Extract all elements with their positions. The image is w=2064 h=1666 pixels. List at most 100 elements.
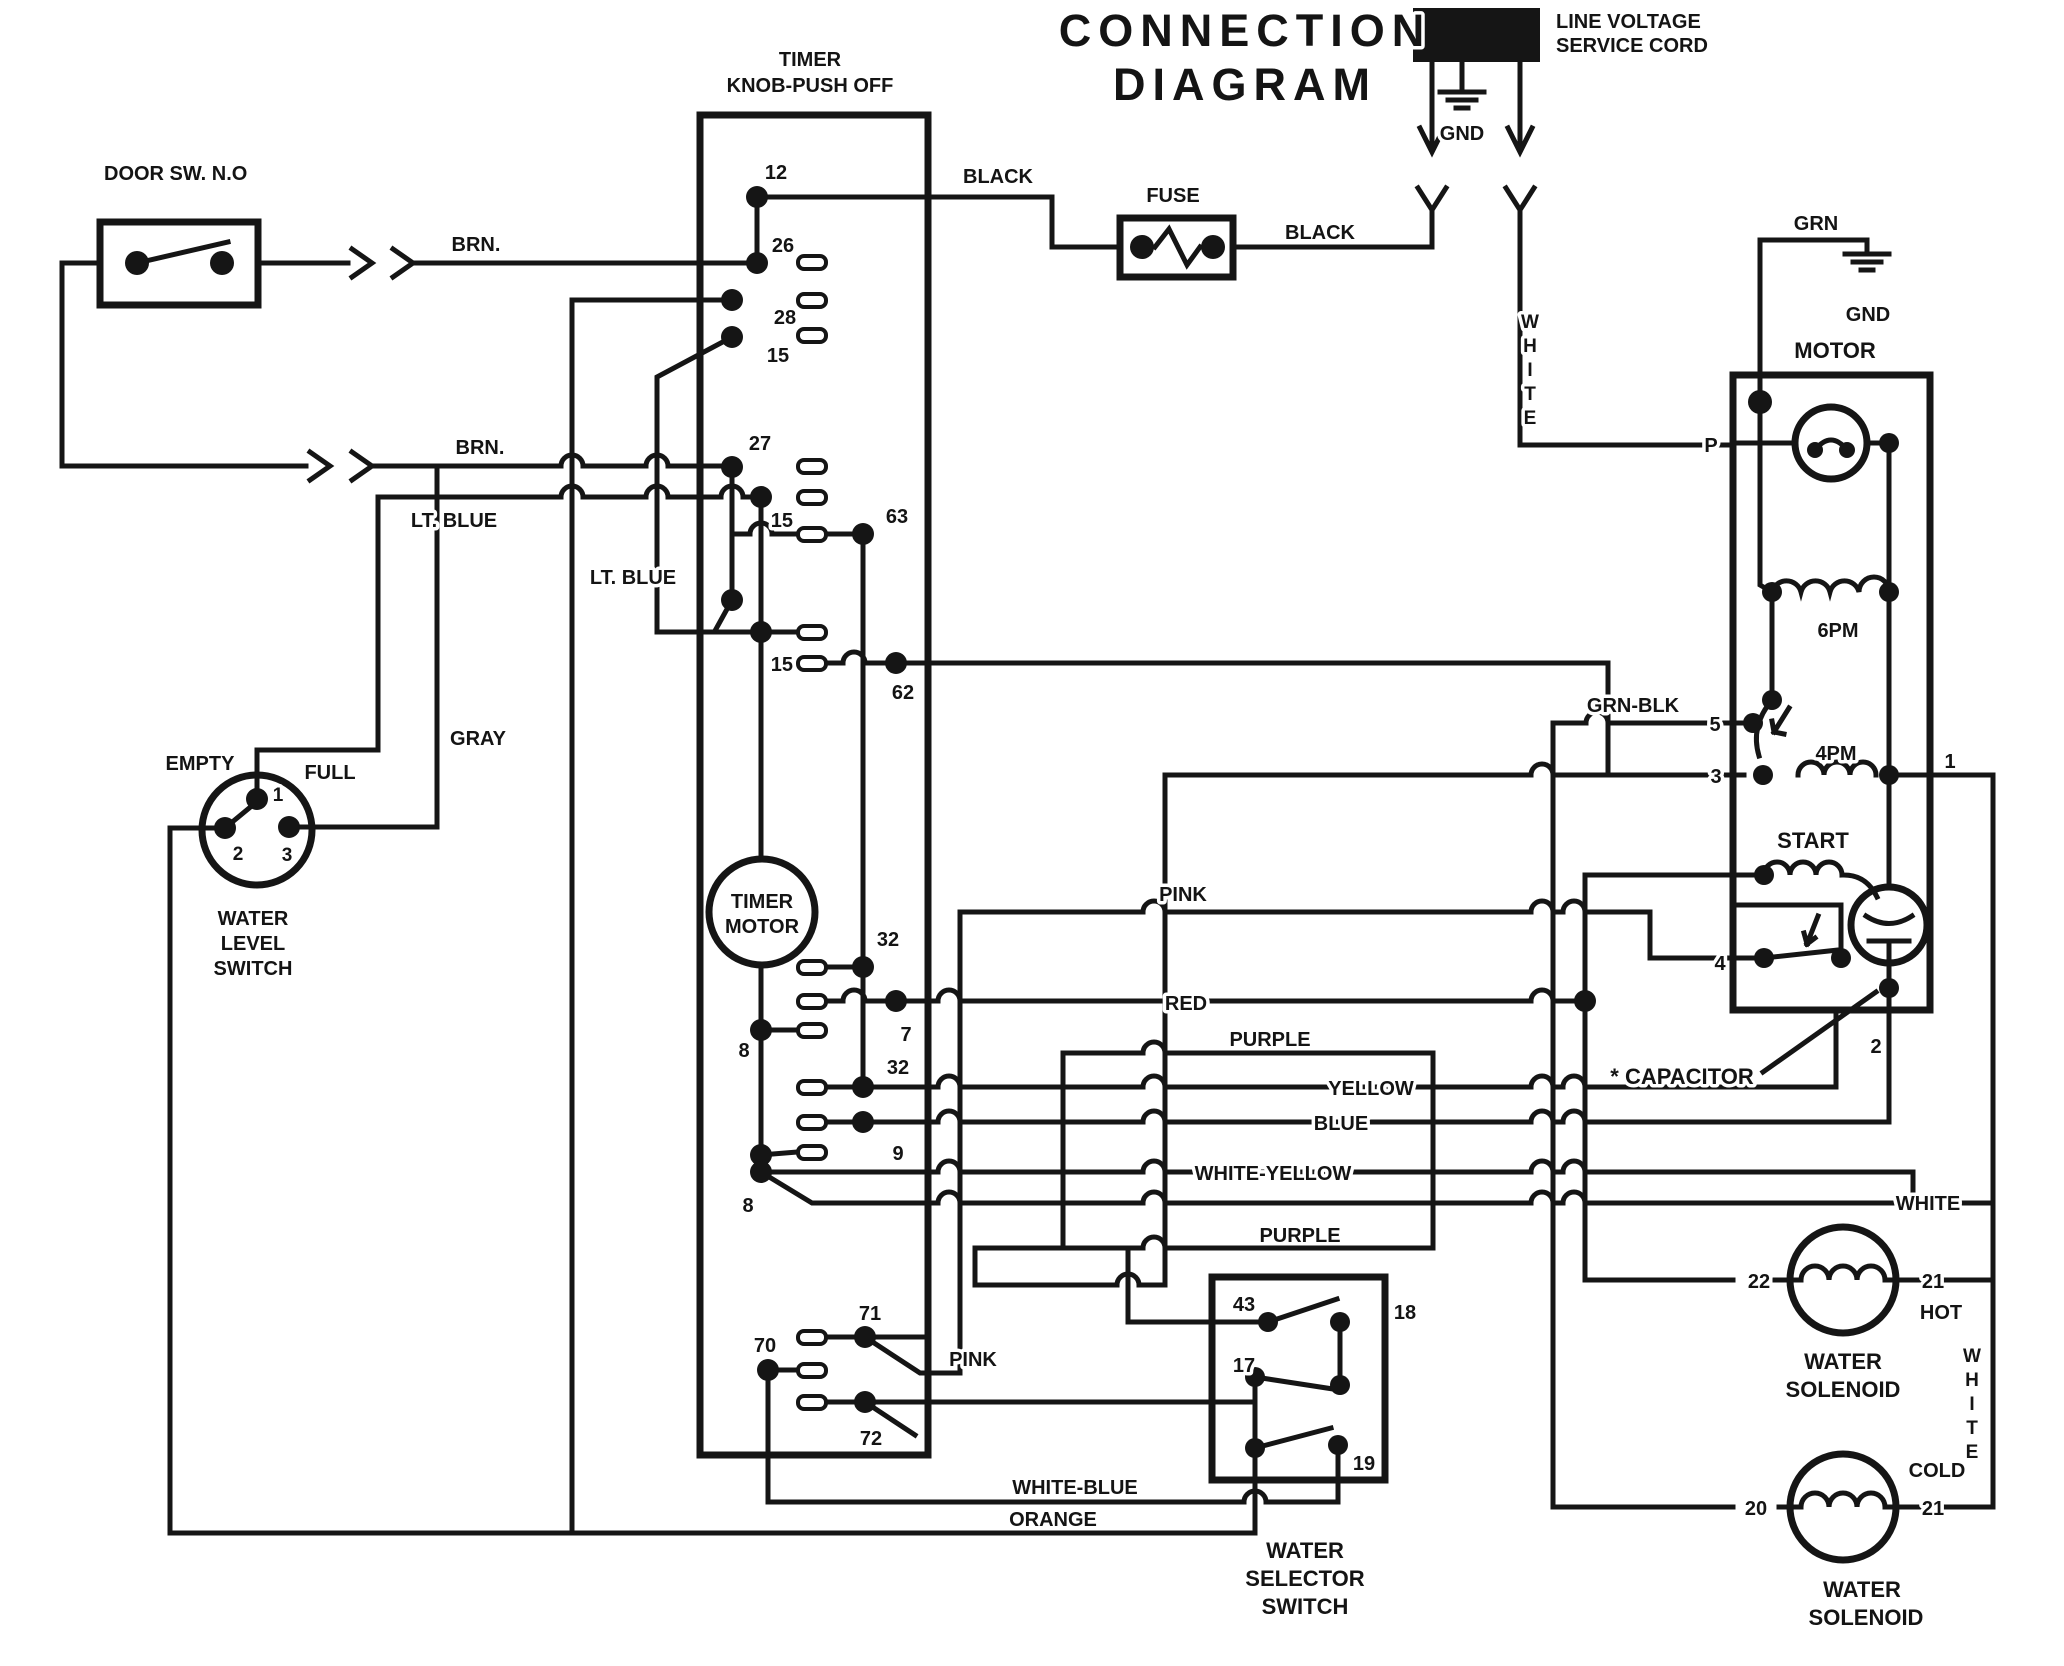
motor-1: 1 [1944, 751, 1955, 773]
brn1-label: BRN. [452, 234, 501, 256]
wire-white-service [1517, 207, 1736, 448]
page-title-line1: CONNECTION [1059, 5, 1432, 56]
lug-9 [796, 1114, 828, 1131]
cold-solenoid-circle [1786, 1450, 1900, 1564]
t28: 28 [774, 307, 796, 329]
fuse-box [1116, 214, 1237, 281]
pointer-capacitor [1759, 988, 1880, 1076]
fuse-element [1151, 224, 1204, 270]
lug-7 [796, 993, 828, 1010]
motor-6pm: 6PM [1817, 620, 1858, 642]
t63: 63 [886, 506, 908, 528]
t26: 26 [772, 235, 794, 257]
hot-solenoid-label2: SOLENOID [1786, 1377, 1901, 1402]
purple2-label: PURPLE [1259, 1225, 1340, 1247]
t71: 71 [859, 1303, 881, 1325]
lug-72 [796, 1394, 828, 1411]
t32a: 32 [877, 929, 899, 951]
hot-solenoid-circle [1786, 1223, 1900, 1337]
motor-2: 2 [1870, 1036, 1881, 1058]
yellow-label: YELLOW [1328, 1078, 1414, 1100]
service-cord-label1: LINE VOLTAGE [1556, 11, 1701, 33]
wls-label1: WATER [218, 908, 289, 930]
arrow-cord-right [1504, 124, 1536, 158]
black1-label: BLACK [963, 166, 1034, 188]
motor-label: MOTOR [1794, 338, 1876, 363]
hot-22: 22 [1748, 1271, 1770, 1293]
wire-grn [1757, 237, 1870, 405]
lug-70 [796, 1362, 828, 1379]
motor-protector-circle [1791, 403, 1871, 483]
arrow-brn2-2 [348, 448, 377, 484]
t62: 62 [892, 682, 914, 704]
cold-21: 21 [1922, 1498, 1944, 1520]
blade-sel-19 [1251, 1424, 1335, 1452]
selector-box [1208, 1273, 1389, 1484]
lug-15a [796, 327, 828, 344]
cold-label: COLD [1909, 1460, 1966, 1482]
ground-cord [1437, 89, 1487, 111]
lug-row632 [796, 624, 828, 641]
wire-purple1 [1060, 1039, 1436, 1251]
motor-p: P [1704, 435, 1717, 457]
timer-box [696, 111, 932, 1459]
coil-hot [1787, 1263, 1899, 1283]
blade-start-switch [1730, 902, 1844, 961]
lug-27 [796, 458, 828, 475]
wire-62 [823, 649, 1611, 778]
grn-label: GRN [1794, 213, 1838, 235]
orange-label: ORANGE [1009, 1509, 1097, 1531]
wire-yellow [823, 1007, 1839, 1090]
white-h-label: WHITE [1896, 1193, 1960, 1215]
sel-19: 19 [1353, 1453, 1375, 1475]
t12: 12 [765, 162, 787, 184]
wire-72 [823, 1398, 1258, 1439]
motor-start: START [1777, 828, 1849, 853]
wire-motor-left-bus [1757, 399, 1775, 703]
wire-3 [1162, 761, 1747, 778]
wire-white-yellow [758, 1158, 1916, 1206]
motor-3: 3 [1710, 766, 1721, 788]
purple1-label: PURPLE [1229, 1029, 1310, 1051]
wls-2: 2 [233, 844, 244, 865]
protector-element [1811, 437, 1851, 454]
timer-motor-label1: TIMER [731, 891, 794, 913]
coil-4pm [1795, 759, 1879, 778]
t72: 72 [860, 1428, 882, 1450]
wire-black1 [754, 194, 1123, 250]
selector-label2: SELECTOR [1245, 1566, 1365, 1591]
t15b: 15 [771, 510, 793, 532]
ltblue2-label: LT. BLUE [590, 567, 676, 589]
recept-cord-right [1502, 184, 1538, 215]
gray-label: GRAY [450, 728, 507, 750]
lug-32a [796, 959, 828, 976]
selector-label3: SWITCH [1262, 1594, 1349, 1619]
water-level-switch-circle [198, 771, 316, 889]
lug-32b [796, 1079, 828, 1096]
arrow-start-switch [1800, 912, 1822, 948]
lug-ltblue [796, 489, 828, 506]
sel-18: 18 [1394, 1302, 1416, 1324]
capacitor-circle [1847, 883, 1931, 967]
wls-1: 1 [273, 785, 284, 806]
wire-brn2 [369, 452, 725, 469]
motor-box [1729, 371, 1934, 1014]
sel-17: 17 [1233, 1355, 1255, 1377]
t8a: 8 [738, 1040, 749, 1062]
wire-black2 [1230, 207, 1435, 250]
timer-lugs [796, 254, 828, 1411]
black2-label: BLACK [1285, 222, 1356, 244]
t32b: 32 [887, 1057, 909, 1079]
service-cord-label2: SERVICE CORD [1556, 35, 1708, 57]
wire-white [757, 1168, 1996, 1206]
wire-purple2 [972, 1234, 1436, 1251]
blade-sel-17 [1252, 1374, 1336, 1392]
wire-grn-blk [1550, 709, 1747, 726]
timer-label1: TIMER [779, 49, 842, 71]
labels: CONNECTION DIAGRAM LINE VOLTAGE SERVICE … [101, 2, 1985, 1634]
components [96, 8, 1934, 1564]
wire-1 [1886, 772, 1996, 1510]
wls-label3: SWITCH [214, 958, 293, 980]
capacitor-label: * CAPACITOR [1610, 1064, 1754, 1089]
